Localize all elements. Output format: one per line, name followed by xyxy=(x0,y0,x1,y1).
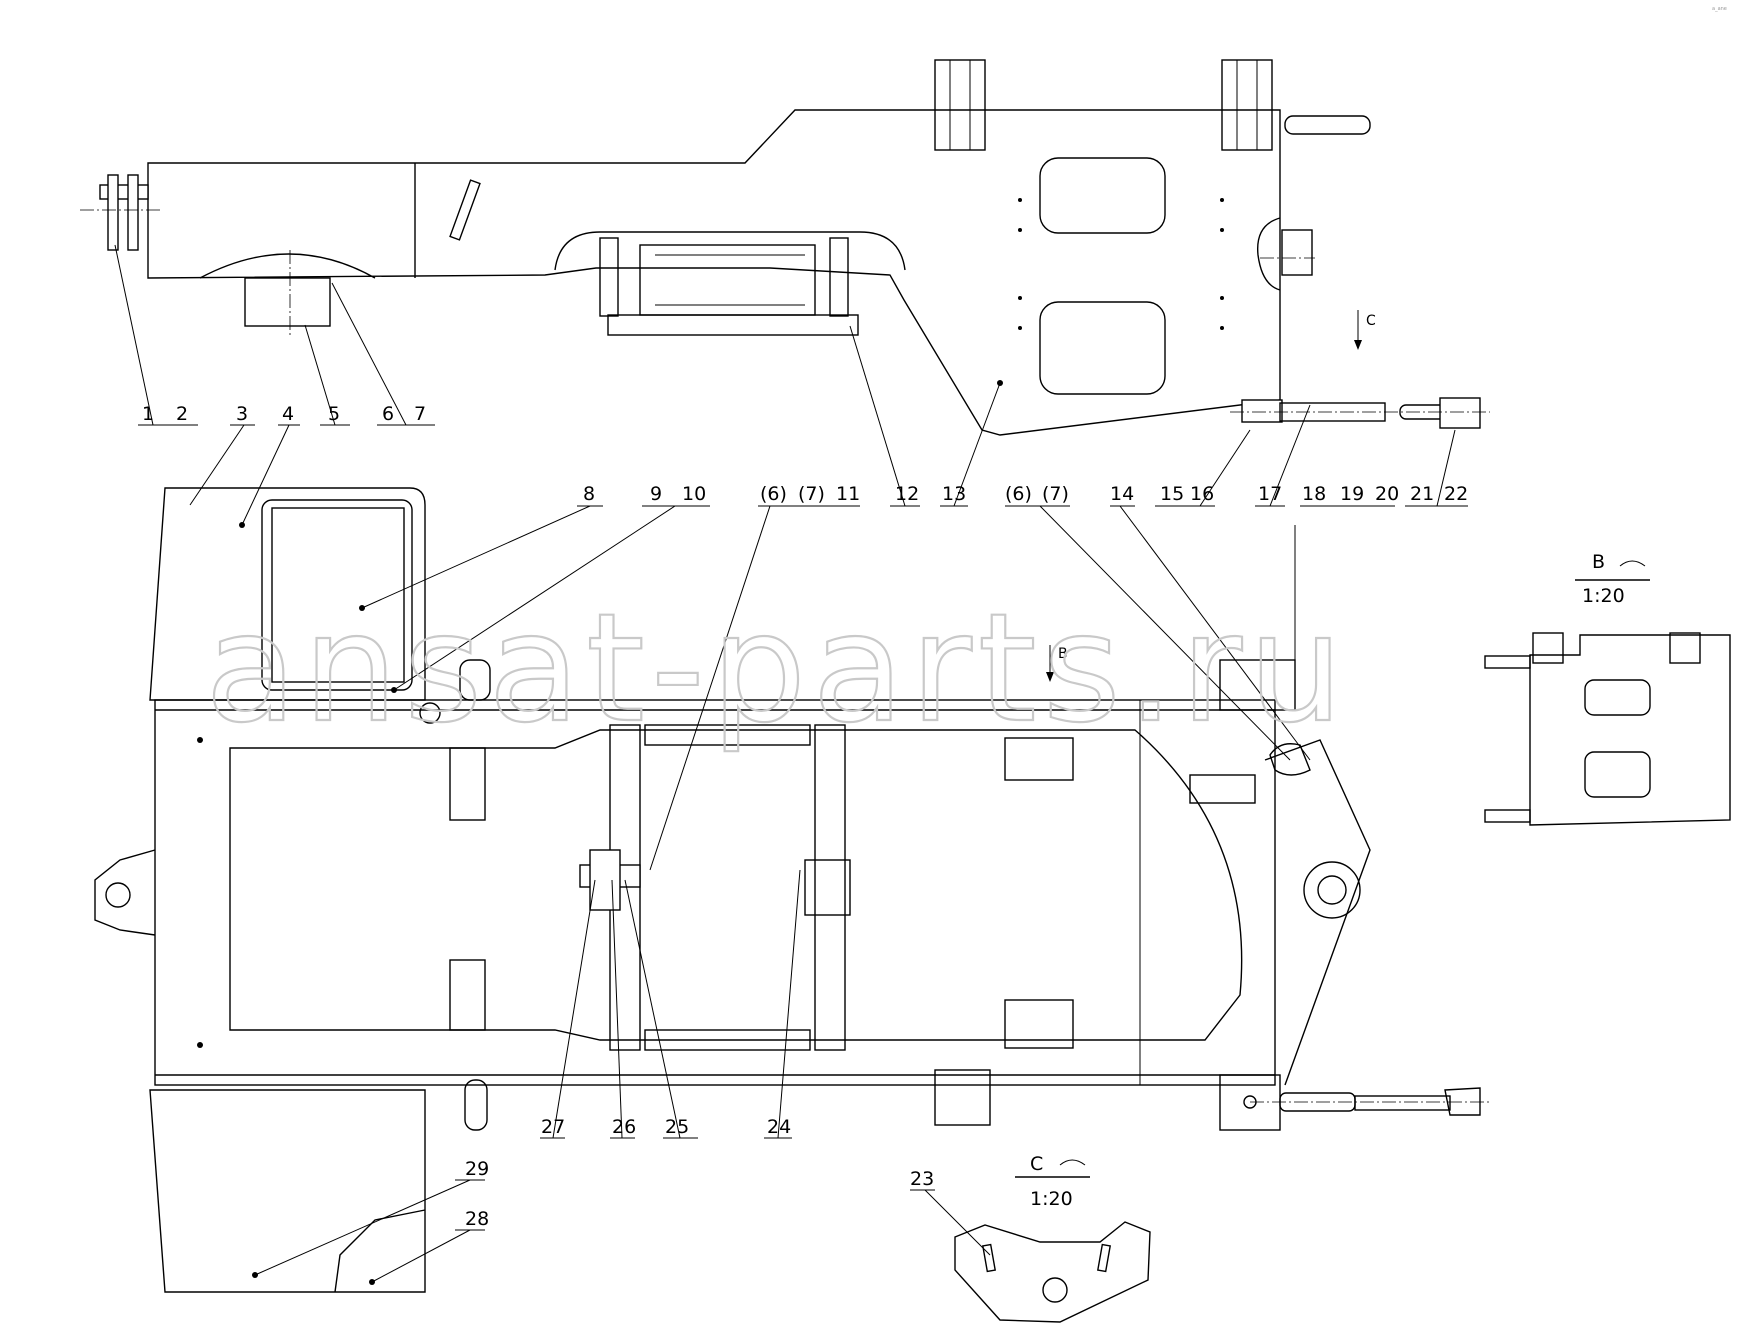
view-c-scale: 1:20 xyxy=(1030,1188,1073,1210)
callout-7: 7 xyxy=(414,403,426,425)
view-b-scale: 1:20 xyxy=(1582,585,1625,607)
main-frame-view xyxy=(94,487,1490,1293)
callout-5: 5 xyxy=(328,403,340,425)
callout-6: 6 xyxy=(382,403,394,425)
view-b-detail xyxy=(1484,579,1731,826)
callout-labels: 1 2 3 4 5 6 7 8 9 10 (6) (7) 11 12 13 (6… xyxy=(142,403,1468,1230)
view-b-arrow-label: B xyxy=(1058,646,1068,662)
upper-boom-view xyxy=(80,59,1490,436)
callout-25: 25 xyxy=(665,1116,689,1138)
leader-lines xyxy=(114,244,1468,1285)
callout-22: 22 xyxy=(1444,483,1468,505)
callout-17: 17 xyxy=(1258,483,1282,505)
callout-15: 15 xyxy=(1160,483,1184,505)
callout-28: 28 xyxy=(465,1208,489,1230)
callout-10: 10 xyxy=(682,483,706,505)
view-c-name: C xyxy=(1030,1153,1043,1175)
callout-7a: (7) xyxy=(798,483,825,505)
watermark: ansat-parts.ru xyxy=(205,582,1349,756)
callout-29: 29 xyxy=(465,1158,489,1180)
callout-7b: (7) xyxy=(1042,483,1069,505)
callout-6a: (6) xyxy=(760,483,787,505)
callout-20: 20 xyxy=(1375,483,1399,505)
callout-16: 16 xyxy=(1190,483,1214,505)
callout-23: 23 xyxy=(910,1168,934,1190)
corner-mark: a_ane xyxy=(1712,6,1727,12)
callout-27: 27 xyxy=(541,1116,565,1138)
callout-18: 18 xyxy=(1302,483,1326,505)
callout-6b: (6) xyxy=(1005,483,1032,505)
view-labels: B 1:20 C 1:20 C B xyxy=(1030,313,1625,1210)
callout-21: 21 xyxy=(1410,483,1434,505)
callout-13: 13 xyxy=(942,483,966,505)
callout-11: 11 xyxy=(836,483,860,505)
callout-12: 12 xyxy=(895,483,919,505)
view-c-arrow-label: C xyxy=(1366,313,1376,329)
callout-26: 26 xyxy=(612,1116,636,1138)
callout-8: 8 xyxy=(583,483,595,505)
callout-3: 3 xyxy=(236,403,248,425)
callout-24: 24 xyxy=(767,1116,791,1138)
callout-4: 4 xyxy=(282,403,294,425)
view-b-name: B xyxy=(1592,551,1605,573)
view-c-detail xyxy=(954,1176,1151,1323)
callout-2: 2 xyxy=(176,403,188,425)
callout-1: 1 xyxy=(142,403,154,425)
callout-14: 14 xyxy=(1110,483,1134,505)
callout-19: 19 xyxy=(1340,483,1364,505)
view-arrows xyxy=(1046,310,1646,1166)
callout-9: 9 xyxy=(650,483,662,505)
